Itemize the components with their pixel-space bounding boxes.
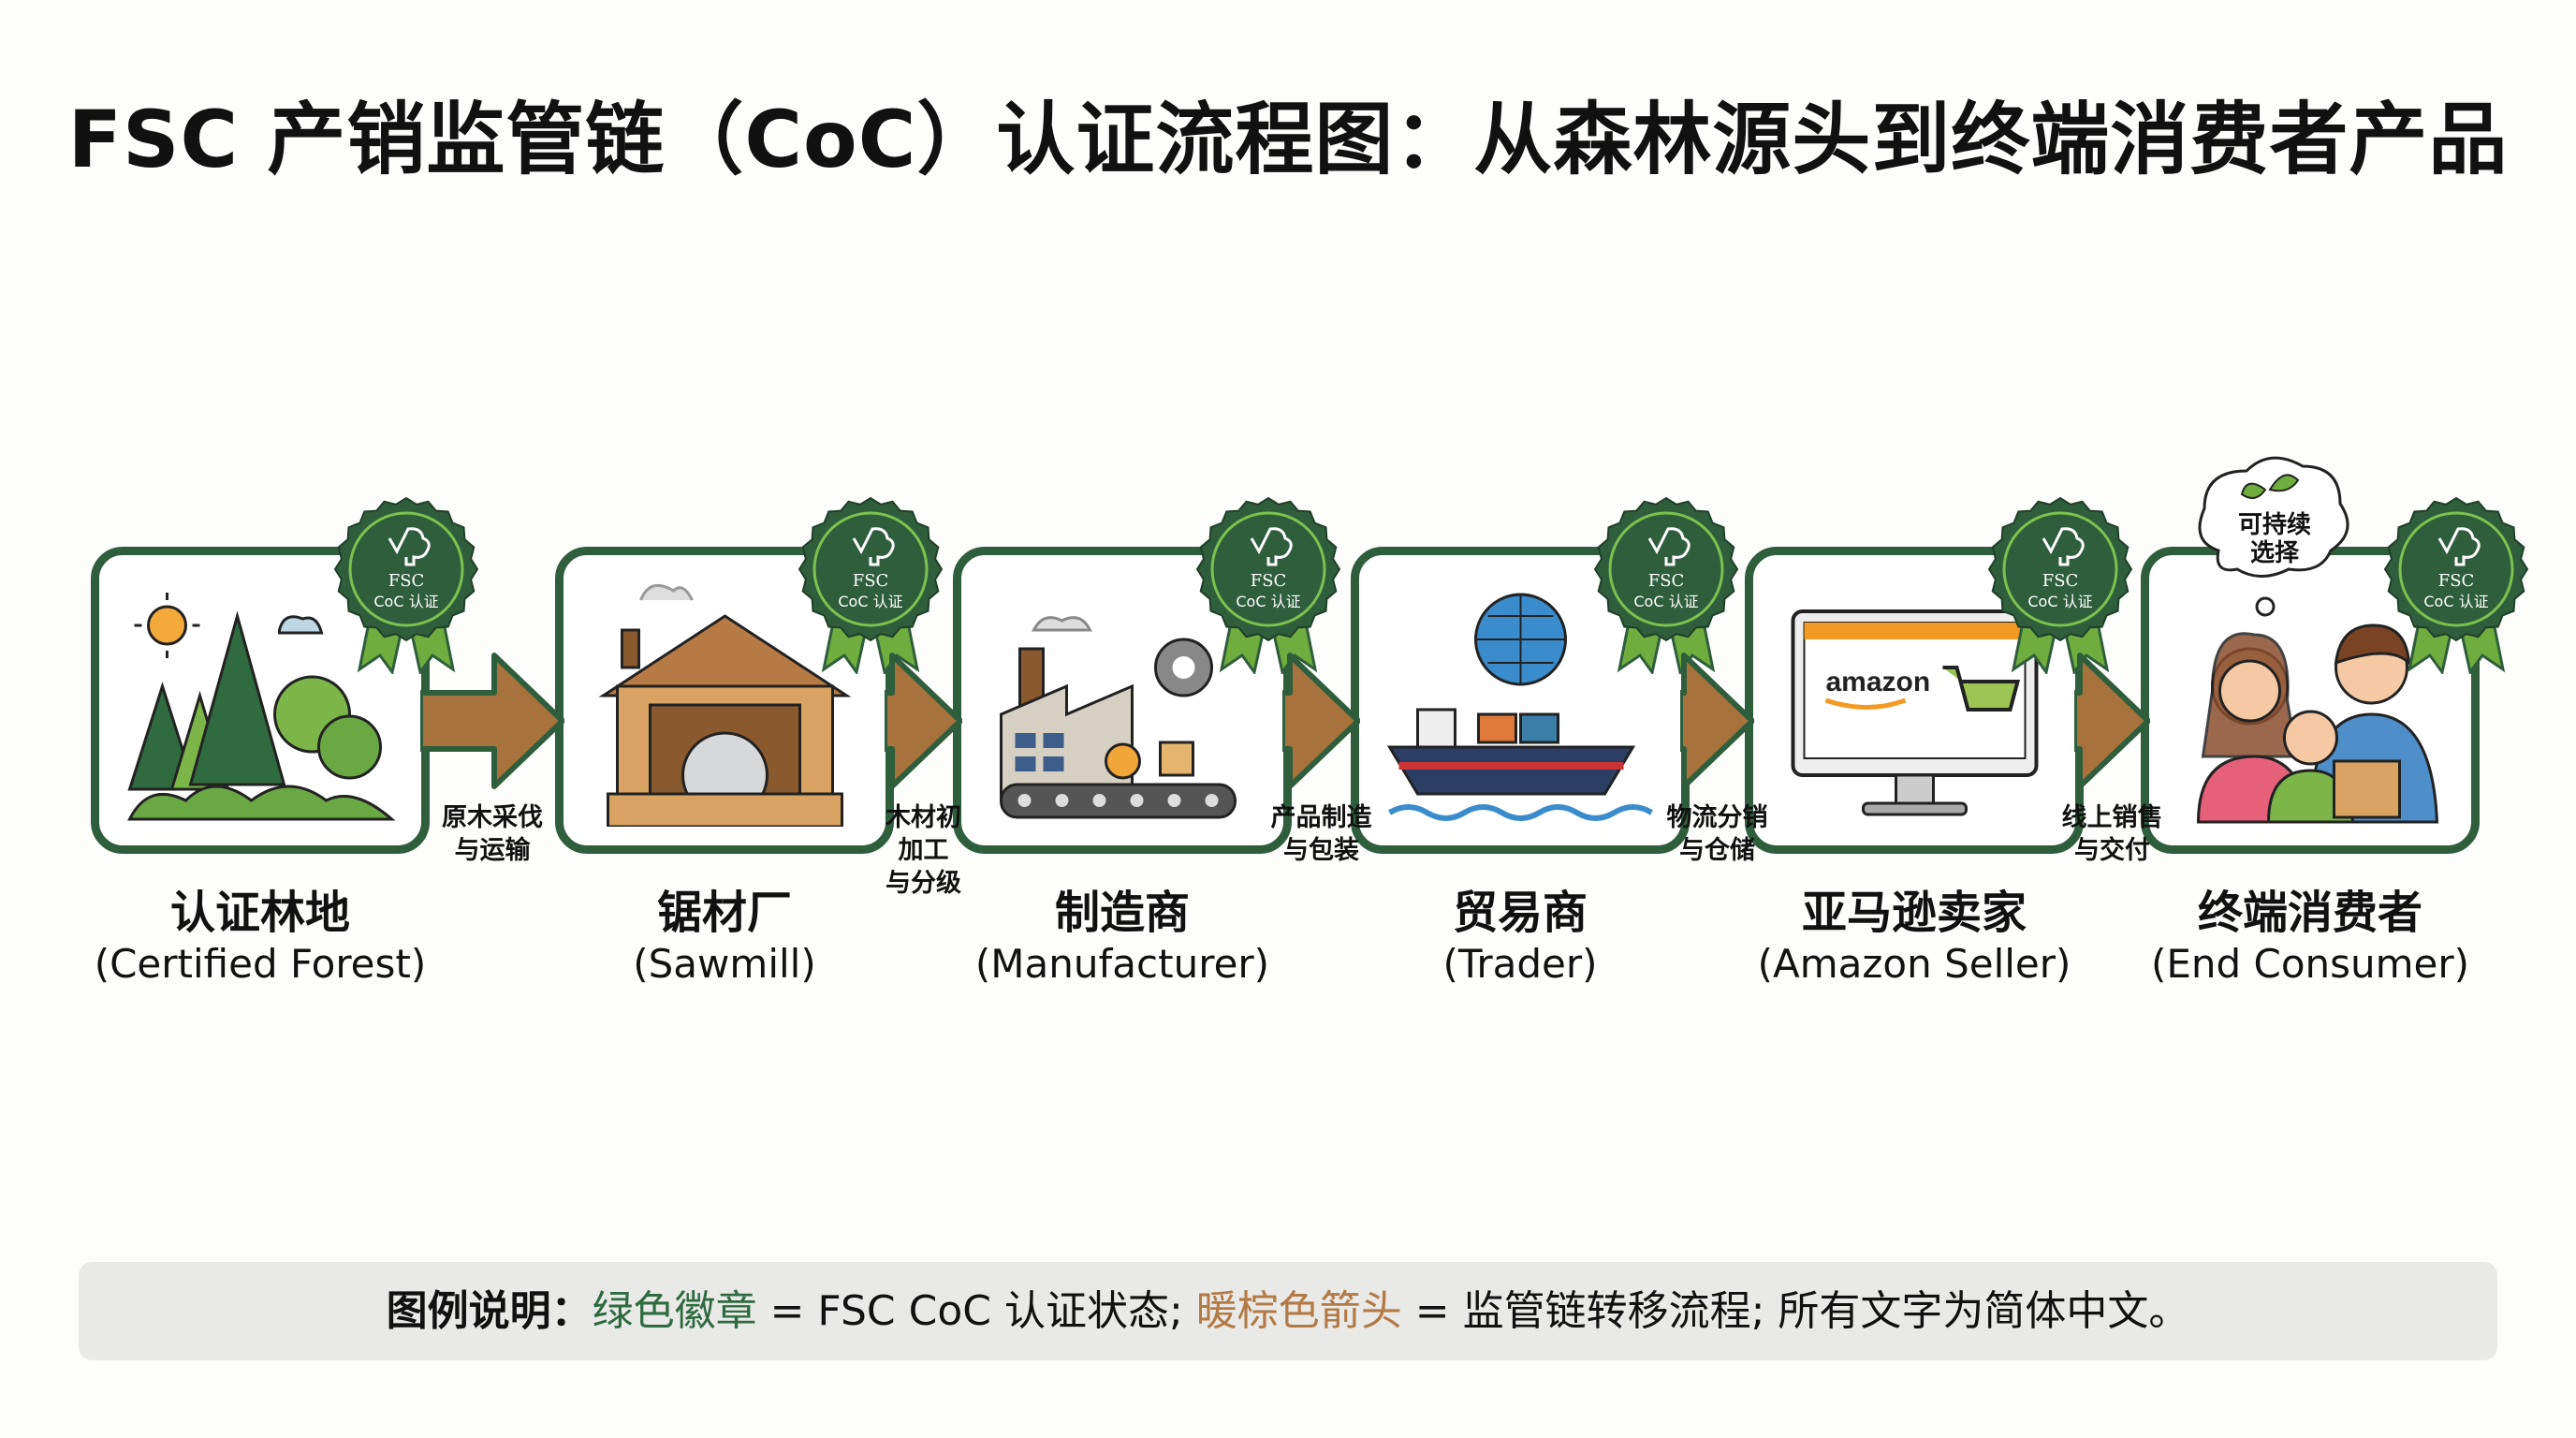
stage-english-name: (Amazon Seller) xyxy=(1757,941,2071,987)
fsc-coc-badge: FSC CoC 认证 xyxy=(1193,496,1343,676)
badge-text-2: CoC 认证 xyxy=(2423,593,2488,610)
badge-text-1: FSC xyxy=(2042,571,2079,591)
fsc-coc-badge: FSC CoC 认证 xyxy=(1591,496,1741,676)
legend-green-term: 绿色徽章 xyxy=(592,1287,757,1335)
stage-name: 终端消费者 xyxy=(2197,887,2422,939)
stage-english-name: (Trader) xyxy=(1442,941,1598,987)
transfer-arrow xyxy=(1677,651,1755,791)
badge-text-1: FSC xyxy=(388,571,425,591)
arrow-label: 线上销售与交付 xyxy=(2047,801,2178,867)
legend-green-def: = FSC CoC 认证状态; xyxy=(756,1287,1196,1335)
legend-brown-def: = 监管链转移流程; 所有文字为简体中文。 xyxy=(1401,1287,2190,1335)
arrow-label: 物流分销与仓储 xyxy=(1652,801,1783,867)
stage-name: 认证林地 xyxy=(169,887,350,939)
badge-text-2: CoC 认证 xyxy=(373,593,438,610)
stage-name: 制造商 xyxy=(1054,887,1190,939)
stage-name: 贸易商 xyxy=(1452,887,1588,939)
arrow-label-line: 与分级 xyxy=(886,869,961,898)
badge-text-1: FSC xyxy=(1648,571,1685,591)
arrow-label-line: 产品制造 xyxy=(1270,803,1372,832)
arrow-label-line: 原木采伐 xyxy=(442,803,543,832)
badge-text-1: FSC xyxy=(1251,571,1287,591)
legend: 图例说明：绿色徽章 = FSC CoC 认证状态; 暖棕色箭头 = 监管链转移流… xyxy=(79,1262,2497,1360)
stage-card xyxy=(555,547,894,854)
badge-text-1: FSC xyxy=(853,571,889,591)
cargo-ship-icon xyxy=(1386,593,1654,821)
bubble-line-2: 选择 xyxy=(2249,539,2299,567)
computer-shop-icon: amazon xyxy=(1791,609,2039,816)
arrow-label: 原木采伐与运输 xyxy=(427,801,558,867)
stage-name: 亚马逊卖家 xyxy=(1801,887,2027,939)
factory-icon xyxy=(1000,616,1237,819)
sawmill-icon xyxy=(598,583,852,827)
bubble-line-1: 可持续 xyxy=(2237,511,2311,539)
stage-english-name: (End Consumer) xyxy=(2150,941,2470,987)
arrow-label-line: 物流分销 xyxy=(1666,803,1768,832)
stage-english-name: (Manufacturer) xyxy=(974,941,1270,987)
badge-text-2: CoC 认证 xyxy=(838,593,902,610)
arrow-label-line: 与运输 xyxy=(454,836,531,865)
arrow-label-line: 加工 xyxy=(898,836,949,865)
transfer-arrow xyxy=(1280,651,1361,791)
arrow-label-line: 与交付 xyxy=(2074,836,2150,865)
stage-card: amazon xyxy=(1745,547,2084,854)
badge-text-2: CoC 认证 xyxy=(1633,593,1698,610)
forest-icon xyxy=(127,593,396,821)
badge-text-2: CoC 认证 xyxy=(1236,593,1300,610)
arrow-label: 木材初加工与分级 xyxy=(858,801,989,900)
legend-prefix: 图例说明： xyxy=(386,1287,593,1335)
arrow-label-line: 与包装 xyxy=(1283,836,1359,865)
page-title: FSC 产销监管链（CoC）认证流程图：从森林源头到终端消费者产品 xyxy=(67,94,2509,185)
stage-english-name: (Sawmill) xyxy=(633,941,816,987)
arrow-label-line: 木材初 xyxy=(886,803,961,832)
family-icon xyxy=(2196,624,2439,824)
badge-text-1: FSC xyxy=(2438,571,2475,591)
stage-card xyxy=(2141,547,2480,854)
thought-bubble: 可持续选择 xyxy=(2190,448,2359,617)
transfer-arrow xyxy=(2071,651,2151,791)
stage-english-name: (Certified Forest) xyxy=(94,941,427,987)
arrow-label-line: 线上销售 xyxy=(2061,803,2163,832)
amazon-wordmark: amazon xyxy=(1826,667,1931,697)
transfer-arrow xyxy=(417,651,565,791)
fsc-coc-badge: FSC CoC 认证 xyxy=(331,496,481,676)
arrow-label: 产品制造与包装 xyxy=(1256,801,1387,867)
fsc-coc-badge: FSC CoC 认证 xyxy=(1985,496,2135,676)
legend-brown-term: 暖棕色箭头 xyxy=(1195,1287,1402,1335)
badge-text-2: CoC 认证 xyxy=(2027,593,2092,610)
arrow-label-line: 与仓储 xyxy=(1679,836,1755,865)
fsc-coc-badge: FSC CoC 认证 xyxy=(2381,496,2531,676)
stage-name: 锯材厂 xyxy=(656,887,792,939)
fsc-coc-badge: FSC CoC 认证 xyxy=(796,496,945,676)
transfer-arrow xyxy=(882,651,963,791)
